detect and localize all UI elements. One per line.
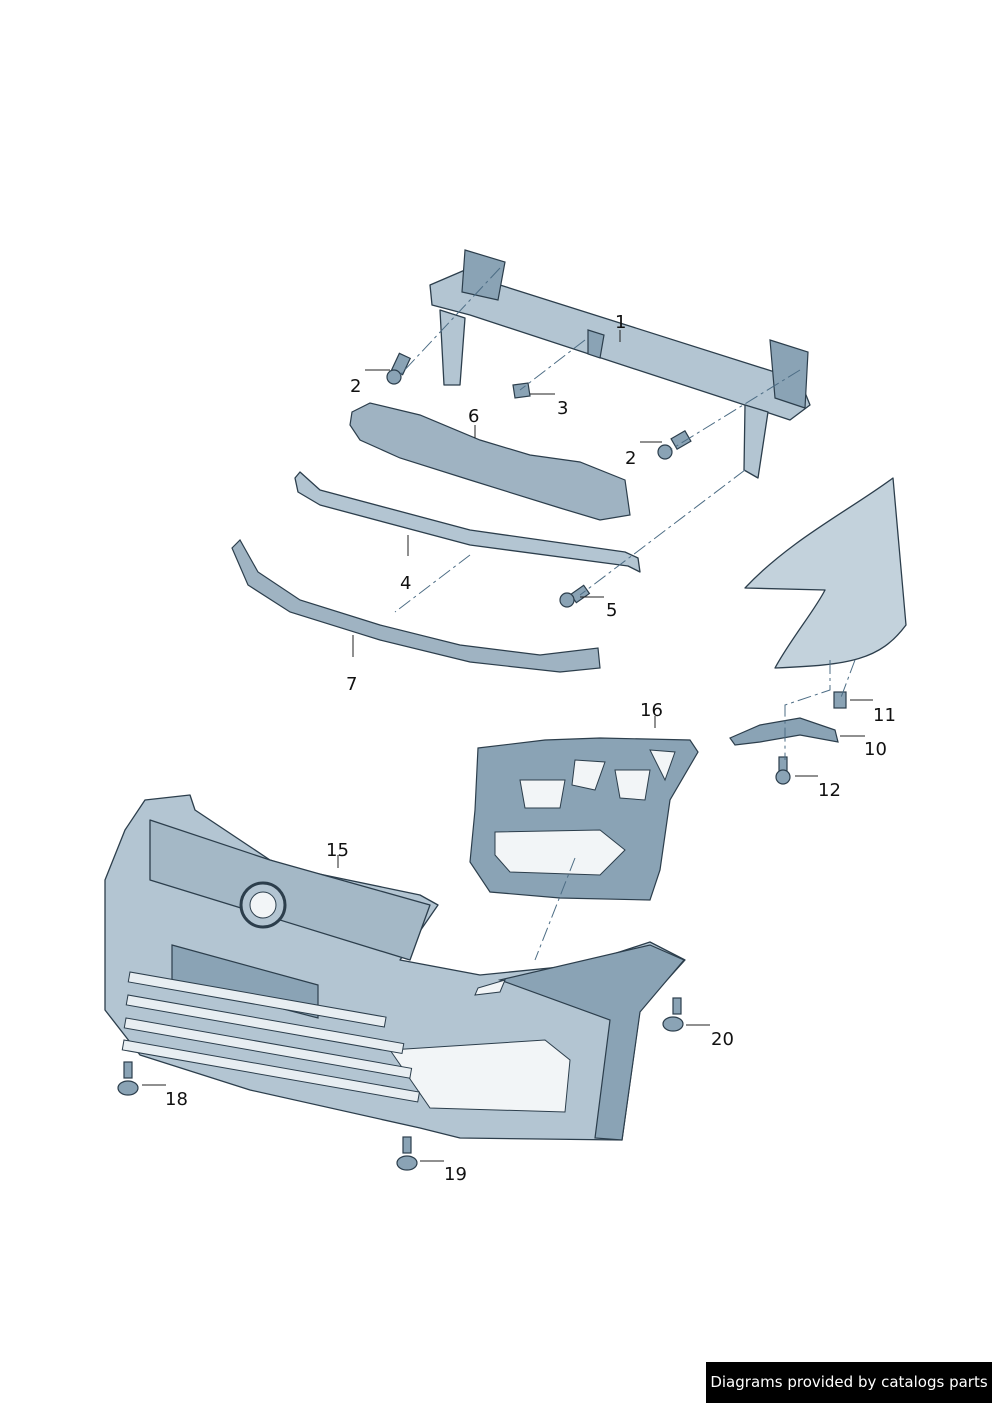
fender	[744, 477, 907, 669]
screw-19-icon	[396, 1136, 418, 1171]
callout-6: 6	[468, 406, 479, 427]
callout-20: 20	[711, 1029, 734, 1050]
callout-16: 16	[640, 700, 663, 721]
screw-2-right-icon	[657, 429, 692, 460]
callout-15: 15	[326, 840, 349, 861]
part-15-bumper-cover[interactable]	[104, 794, 686, 1141]
callout-5: 5	[606, 600, 617, 621]
part-16-bumper-bracket[interactable]	[469, 737, 699, 901]
part-1-bumper-beam[interactable]	[429, 249, 811, 479]
callout-7: 7	[346, 674, 357, 695]
callout-19: 19	[444, 1164, 467, 1185]
callout-18: 18	[165, 1089, 188, 1110]
callout-11: 11	[873, 705, 896, 726]
screw-18-icon	[117, 1061, 139, 1096]
alignment-lines	[394, 267, 856, 961]
part-10-side-bracket[interactable]	[729, 717, 839, 746]
nut-3-icon	[512, 382, 531, 399]
screw-12-icon	[775, 756, 791, 785]
part-7-lower-absorber[interactable]	[231, 539, 601, 673]
screw-2-left-icon	[386, 352, 412, 385]
clip-11-icon	[833, 691, 847, 709]
callout-2-left: 2	[350, 376, 361, 397]
part-4-guide-rail[interactable]	[294, 471, 641, 573]
callout-10: 10	[864, 739, 887, 760]
screw-5-icon	[559, 584, 591, 608]
callout-4: 4	[400, 573, 411, 594]
fasteners[interactable]	[117, 352, 847, 1171]
callout-12: 12	[818, 780, 841, 801]
leader-lines	[142, 330, 873, 1162]
callout-1: 1	[615, 312, 626, 333]
screw-20-icon	[662, 997, 684, 1032]
callout-2-right: 2	[625, 448, 636, 469]
callout-labels: 1 2 3 2 6 4 5 7 16 11 10 12 15 20 18 19	[165, 312, 896, 1185]
callout-3: 3	[557, 398, 568, 419]
part-6-energy-absorber[interactable]	[349, 402, 631, 521]
attribution-footer: Diagrams provided by catalogs parts	[706, 1362, 992, 1403]
